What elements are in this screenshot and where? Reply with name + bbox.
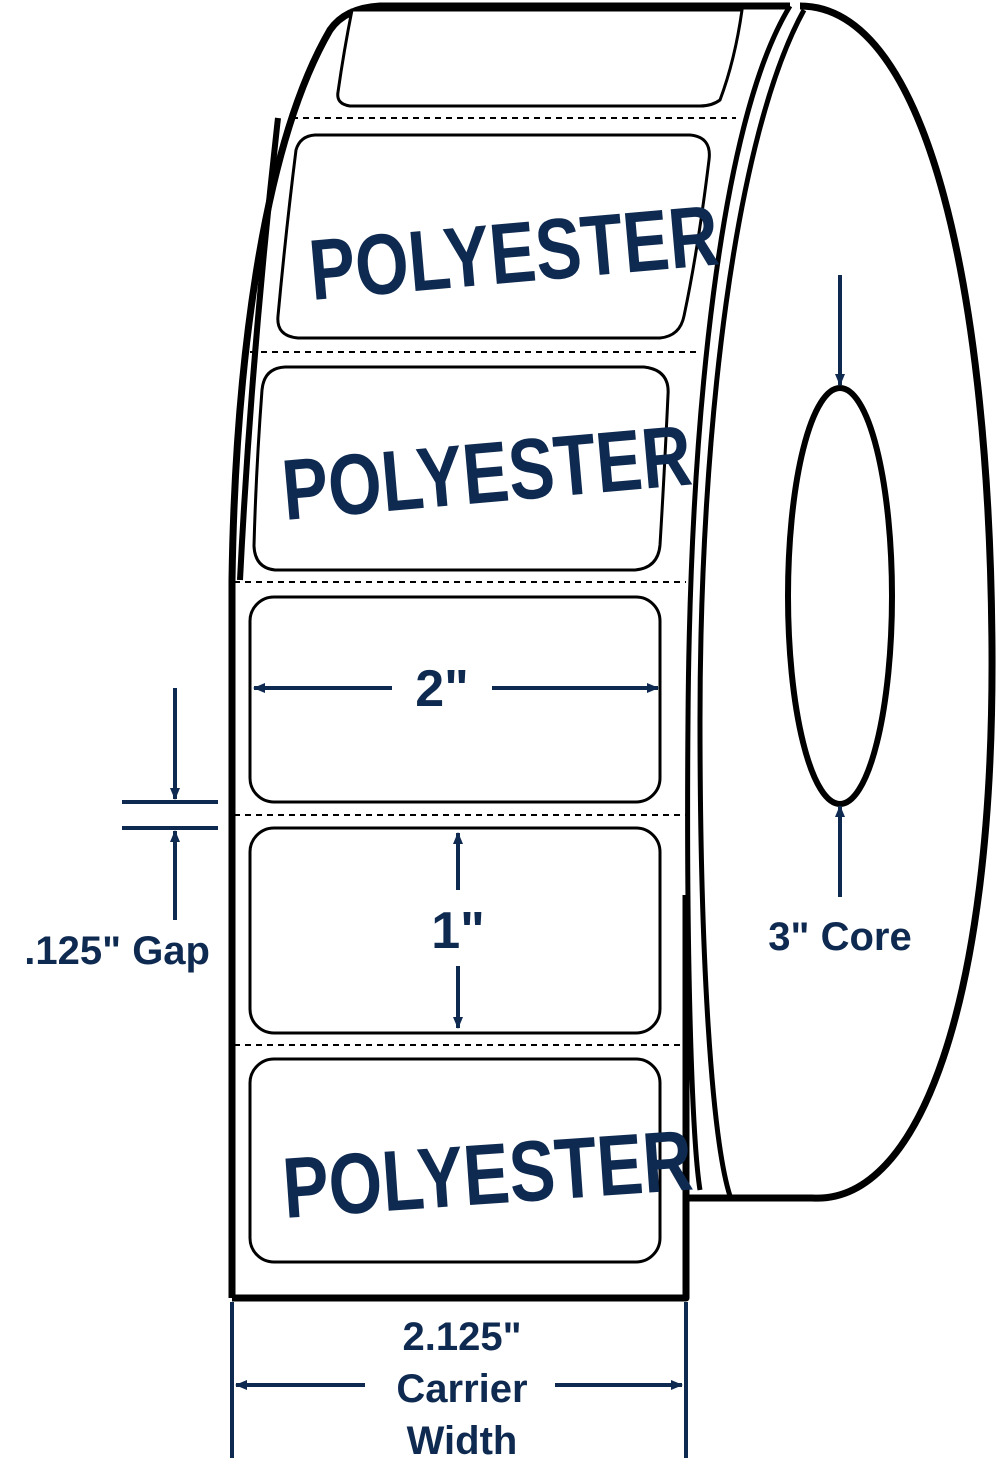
carrier-text-line1: 2.125"	[402, 1315, 521, 1359]
gap-lines	[234, 117, 736, 1046]
roll	[228, 2, 996, 1302]
label-5	[248, 826, 662, 1035]
carrier-width-dimension	[230, 1302, 688, 1458]
gap-dimension	[122, 688, 218, 920]
core-text: 3" Core	[768, 915, 911, 959]
carrier-right-edge	[232, 895, 690, 1302]
carrier-text-line2: Carrier	[396, 1367, 527, 1411]
roll-side-disc	[686, 2, 996, 1202]
label-1	[336, 8, 744, 108]
roll-outline	[228, 2, 790, 1298]
roll-face-edge-outer	[697, 8, 807, 1197]
carrier-left-curve	[237, 117, 281, 581]
core-hole	[785, 385, 895, 807]
roll-face-edge	[685, 4, 793, 1191]
label-6	[248, 1057, 662, 1264]
carrier-text-line3: Width	[407, 1419, 518, 1463]
label-4	[248, 595, 662, 804]
gap-text: .125" Gap	[24, 929, 210, 973]
label-3	[252, 365, 670, 572]
labels	[248, 8, 744, 1264]
label-width-text: 2"	[415, 660, 469, 718]
label-height-text: 1"	[431, 902, 485, 960]
label-2	[276, 133, 711, 340]
